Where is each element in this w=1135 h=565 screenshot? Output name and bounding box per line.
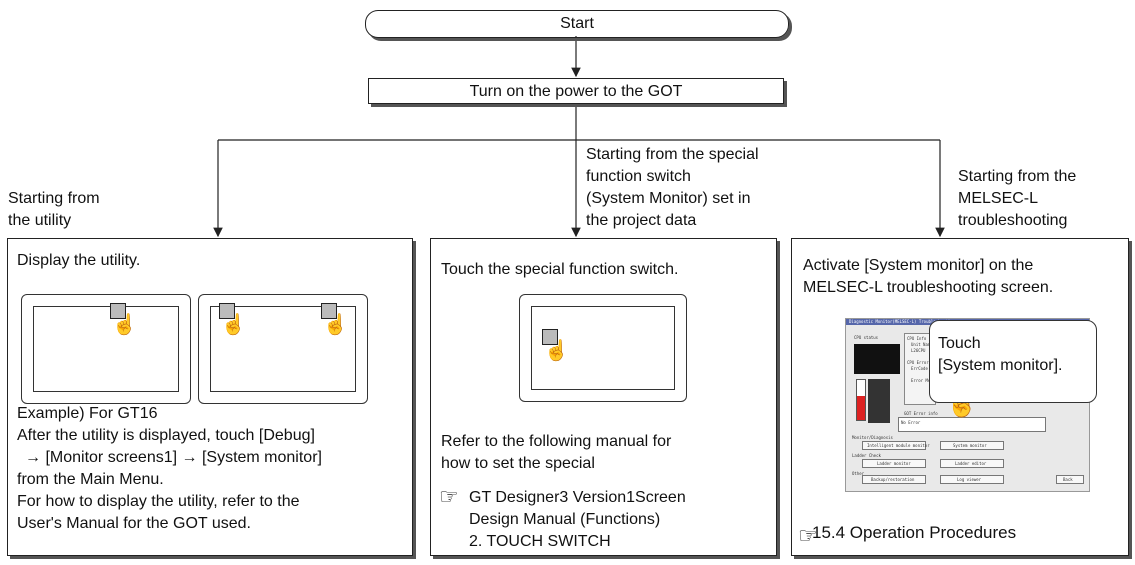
system-monitor-button[interactable]: System monitor	[940, 441, 1004, 450]
touch-point-icon	[321, 303, 337, 319]
utility-step-box: Display the utility. ☝ ☝ ☝ Example) For …	[7, 238, 413, 556]
ladder-monitor-button[interactable]: Ladder monitor	[862, 459, 926, 468]
got-screen-illustration-3: ☝	[519, 294, 687, 402]
back-button[interactable]: Back	[1056, 475, 1084, 484]
other-label: Other	[852, 471, 865, 476]
branch-left-label: Starting from the utility	[8, 190, 100, 229]
manual-reference: GT Designer3 Version1Screen Design Manua…	[469, 489, 686, 550]
cpu-module-image	[868, 379, 890, 423]
got-error-field: No Error	[898, 417, 1046, 432]
backup-restoration-button[interactable]: Backup/restoration	[862, 475, 926, 484]
touch-point-icon	[542, 329, 558, 345]
manual-reference-icon: ☞	[798, 523, 818, 548]
monitor-diagnosis-label: Monitor/Diagnosis	[852, 435, 893, 440]
cpu-status-label: CPU status	[854, 335, 879, 340]
monitor-title: Diagnostic Monitor(MELSEC-L) Troubleshoo…	[849, 319, 955, 324]
hand-pointer-icon: ☝	[544, 340, 569, 362]
log-viewer-button[interactable]: Log viewer	[940, 475, 1004, 484]
hand-pointer-icon: ☝	[323, 314, 348, 336]
start-terminator: Start	[365, 10, 789, 38]
special-switch-heading: Touch the special function switch.	[441, 261, 679, 278]
utility-instructions: Example) For GT16 After the utility is d…	[17, 405, 322, 532]
special-switch-step-box: Touch the special function switch. ☝ Ref…	[430, 238, 777, 556]
intelligent-module-monitor-button[interactable]: Intelligent module monitor	[862, 441, 930, 450]
power-on-step: Turn on the power to the GOT	[368, 78, 784, 104]
manual-note: Refer to the following manual for how to…	[441, 433, 672, 472]
cpu-gauge	[856, 379, 866, 421]
hand-pointer-icon: ☝	[112, 314, 137, 336]
cpu-led-panel	[854, 344, 900, 374]
hand-pointer-icon: ☝	[221, 314, 246, 336]
ladder-check-label: Ladder Check	[852, 453, 881, 458]
branch-right-label: Starting from the MELSEC-L troubleshooti…	[958, 168, 1077, 229]
touch-point-icon	[219, 303, 235, 319]
troubleshooting-heading: Activate [System monitor] on the MELSEC-…	[803, 257, 1054, 296]
got-screen-illustration-2: ☝ ☝	[198, 294, 368, 404]
touch-point-icon	[110, 303, 126, 319]
got-error-info-label: GOT Error info	[904, 411, 938, 416]
got-screen-illustration-1: ☝	[21, 294, 191, 404]
section-footer: 15.4 Operation Procedures	[812, 523, 1017, 542]
manual-reference-icon: ☞	[439, 484, 459, 509]
ladder-editor-button[interactable]: Ladder editor	[940, 459, 1004, 468]
touch-callout: Touch [System monitor].	[929, 320, 1097, 403]
branch-middle-label: Starting from the special function switc…	[586, 146, 759, 229]
utility-heading: Display the utility.	[17, 252, 141, 269]
